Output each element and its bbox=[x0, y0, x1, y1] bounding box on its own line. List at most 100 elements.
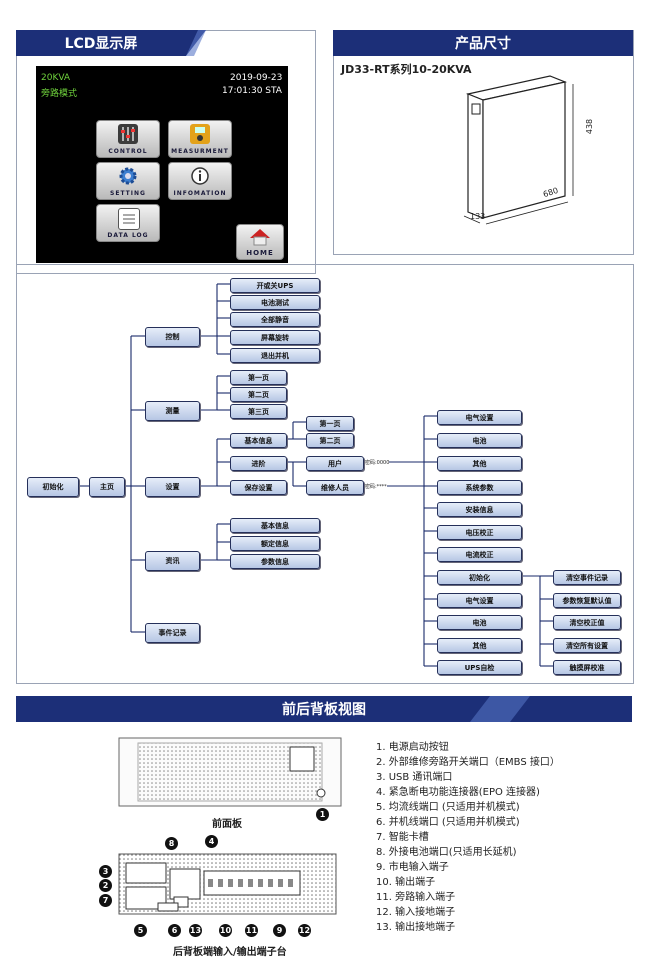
legend-item: 7. 智能卡槽 bbox=[376, 832, 429, 843]
tree-init-item: 触摸屏校准 bbox=[553, 660, 621, 675]
legend-item: 3. USB 通讯端口 bbox=[376, 772, 453, 783]
tree-main: 主页 bbox=[89, 477, 125, 497]
callout-9: 9 bbox=[273, 924, 286, 937]
measurment-label: MEASURMENT bbox=[171, 148, 229, 155]
tree-init-item: 清空所有设置 bbox=[553, 638, 621, 653]
tree-user: 用户 bbox=[306, 456, 364, 471]
infomation-button[interactable]: INFOMATION bbox=[168, 162, 232, 200]
tree-maint-item: 电气设置 bbox=[437, 593, 522, 608]
legend-item: 13. 输出接地端子 bbox=[376, 922, 456, 933]
tree-maint-item: 系统参数 bbox=[437, 480, 522, 495]
callout-10: 10 bbox=[219, 924, 232, 937]
control-label: CONTROL bbox=[108, 148, 148, 155]
tree-maint-item: 电池 bbox=[437, 615, 522, 630]
legend-item: 2. 外部维修旁路开关端口（EMBS 接口） bbox=[376, 757, 560, 768]
lcd-title-text: LCD显示屏 bbox=[64, 36, 138, 52]
tree-info: 资讯 bbox=[145, 551, 200, 571]
tree-maint-item: 其他 bbox=[437, 638, 522, 653]
legend-item: 12. 输入接地端子 bbox=[376, 907, 456, 918]
tree-user-item: 其他 bbox=[437, 456, 522, 471]
data-log-label: DATA LOG bbox=[107, 232, 149, 239]
setting-button[interactable]: SETTING bbox=[96, 162, 160, 200]
tree-control-item: 退出并机 bbox=[230, 348, 320, 363]
tree-settings-basic: 基本信息 bbox=[230, 433, 287, 448]
legend-item: 6. 并机线端口 (只适用并机模式) bbox=[376, 817, 520, 828]
legend-item: 4. 紧急断电功能连接器(EPO 连接器) bbox=[376, 787, 540, 798]
legend-item: 8. 外接电池端口(只适用长延机) bbox=[376, 847, 517, 858]
tree-measure: 测量 bbox=[145, 401, 200, 421]
multimeter-icon bbox=[190, 124, 210, 144]
tree-control-item: 电池测试 bbox=[230, 295, 320, 310]
tree-root-init: 初始化 bbox=[27, 477, 79, 497]
tree-settings-save: 保存设置 bbox=[230, 480, 287, 495]
tree-control-item: 屏幕旋转 bbox=[230, 330, 320, 345]
rear-panel-caption: 后背板端输入/输出端子台 bbox=[173, 947, 287, 958]
tree-maint-item: 电流校正 bbox=[437, 547, 522, 562]
tree-maint-item: 初始化 bbox=[437, 570, 522, 585]
infomation-label: INFOMATION bbox=[173, 190, 227, 197]
lcd-time: 17:01:30 STA bbox=[222, 86, 282, 96]
lcd-date: 2019-09-23 bbox=[230, 73, 283, 83]
tree-maint-item: UPS自检 bbox=[437, 660, 522, 675]
control-button[interactable]: CONTROL bbox=[96, 120, 160, 158]
setting-label: SETTING bbox=[110, 190, 146, 197]
tree-settings: 设置 bbox=[145, 477, 200, 497]
data-log-button[interactable]: DATA LOG bbox=[96, 204, 160, 242]
tree-control-item: 开或关UPS bbox=[230, 278, 320, 293]
legend-item: 5. 均流线端口 (只适用并机模式) bbox=[376, 802, 520, 813]
banner-slant bbox=[186, 30, 206, 56]
tree-user-item: 电气设置 bbox=[437, 410, 522, 425]
tree-init-item: 清空事件记录 bbox=[553, 570, 621, 585]
legend-item: 1. 电源启动按钮 bbox=[376, 742, 449, 753]
callout-7: 7 bbox=[99, 894, 112, 907]
gear-icon bbox=[118, 166, 138, 186]
callout-6: 6 bbox=[168, 924, 181, 937]
tree-measure-item: 第一页 bbox=[230, 370, 287, 385]
tree-control-item: 全部静音 bbox=[230, 312, 320, 327]
info-icon bbox=[190, 166, 210, 186]
tree-init-item: 清空校正值 bbox=[553, 615, 621, 630]
tree-init-item: 参数恢复默认值 bbox=[553, 593, 621, 608]
tree-info-item: 额定信息 bbox=[230, 536, 320, 551]
tree-maint-item: 安装信息 bbox=[437, 502, 522, 517]
lcd-mode: 旁路模式 bbox=[41, 89, 78, 99]
tree-measure-item: 第二页 bbox=[230, 387, 287, 402]
user-password: 密码:0000 bbox=[365, 459, 390, 466]
panel-title-text: 前后背板视图 bbox=[282, 702, 366, 718]
lcd-screen: 20KVA 旁路模式 2019-09-23 17:01:30 STA CONTR… bbox=[36, 66, 288, 263]
ups-dimension-drawing bbox=[463, 75, 574, 225]
front-panel-drawing bbox=[118, 737, 342, 807]
callout-3: 3 bbox=[99, 865, 112, 878]
callout-1: 1 bbox=[316, 808, 329, 821]
legend-item: 10. 输出端子 bbox=[376, 877, 436, 888]
tree-basic-page: 第二页 bbox=[306, 433, 354, 448]
tree-basic-page: 第一页 bbox=[306, 416, 354, 431]
home-button[interactable]: HOME bbox=[236, 224, 284, 260]
tree-settings-advanced: 进阶 bbox=[230, 456, 287, 471]
legend-item: 9. 市电输入端子 bbox=[376, 862, 449, 873]
dim-width: 133 bbox=[470, 212, 486, 221]
tree-maint-item: 电压校正 bbox=[437, 525, 522, 540]
lcd-model: 20KVA bbox=[41, 73, 71, 83]
notebook-icon bbox=[118, 208, 140, 230]
callout-13: 13 bbox=[189, 924, 202, 937]
size-subtitle: JD33-RT系列10-20KVA bbox=[341, 63, 472, 76]
tree-measure-item: 第三页 bbox=[230, 404, 287, 419]
home-icon bbox=[249, 227, 270, 247]
callout-2: 2 bbox=[99, 879, 112, 892]
home-label: HOME bbox=[246, 249, 274, 257]
tree-user-item: 电池 bbox=[437, 433, 522, 448]
callout-8: 8 bbox=[165, 837, 178, 850]
tree-info-item: 参数信息 bbox=[230, 554, 320, 569]
tree-event-log: 事件记录 bbox=[145, 623, 200, 643]
menu-tree-panel bbox=[16, 264, 634, 684]
tree-control: 控制 bbox=[145, 327, 200, 347]
maintainer-password: 密码:**** bbox=[365, 483, 387, 490]
panel-banner-slant bbox=[470, 696, 530, 722]
size-title-text: 产品尺寸 bbox=[455, 36, 511, 52]
legend-item: 11. 旁路输入端子 bbox=[376, 892, 456, 903]
measurment-button[interactable]: MEASURMENT bbox=[168, 120, 232, 158]
callout-11: 11 bbox=[245, 924, 258, 937]
panel-section-title: 前后背板视图 bbox=[16, 696, 632, 722]
control-sliders-icon bbox=[118, 124, 138, 144]
